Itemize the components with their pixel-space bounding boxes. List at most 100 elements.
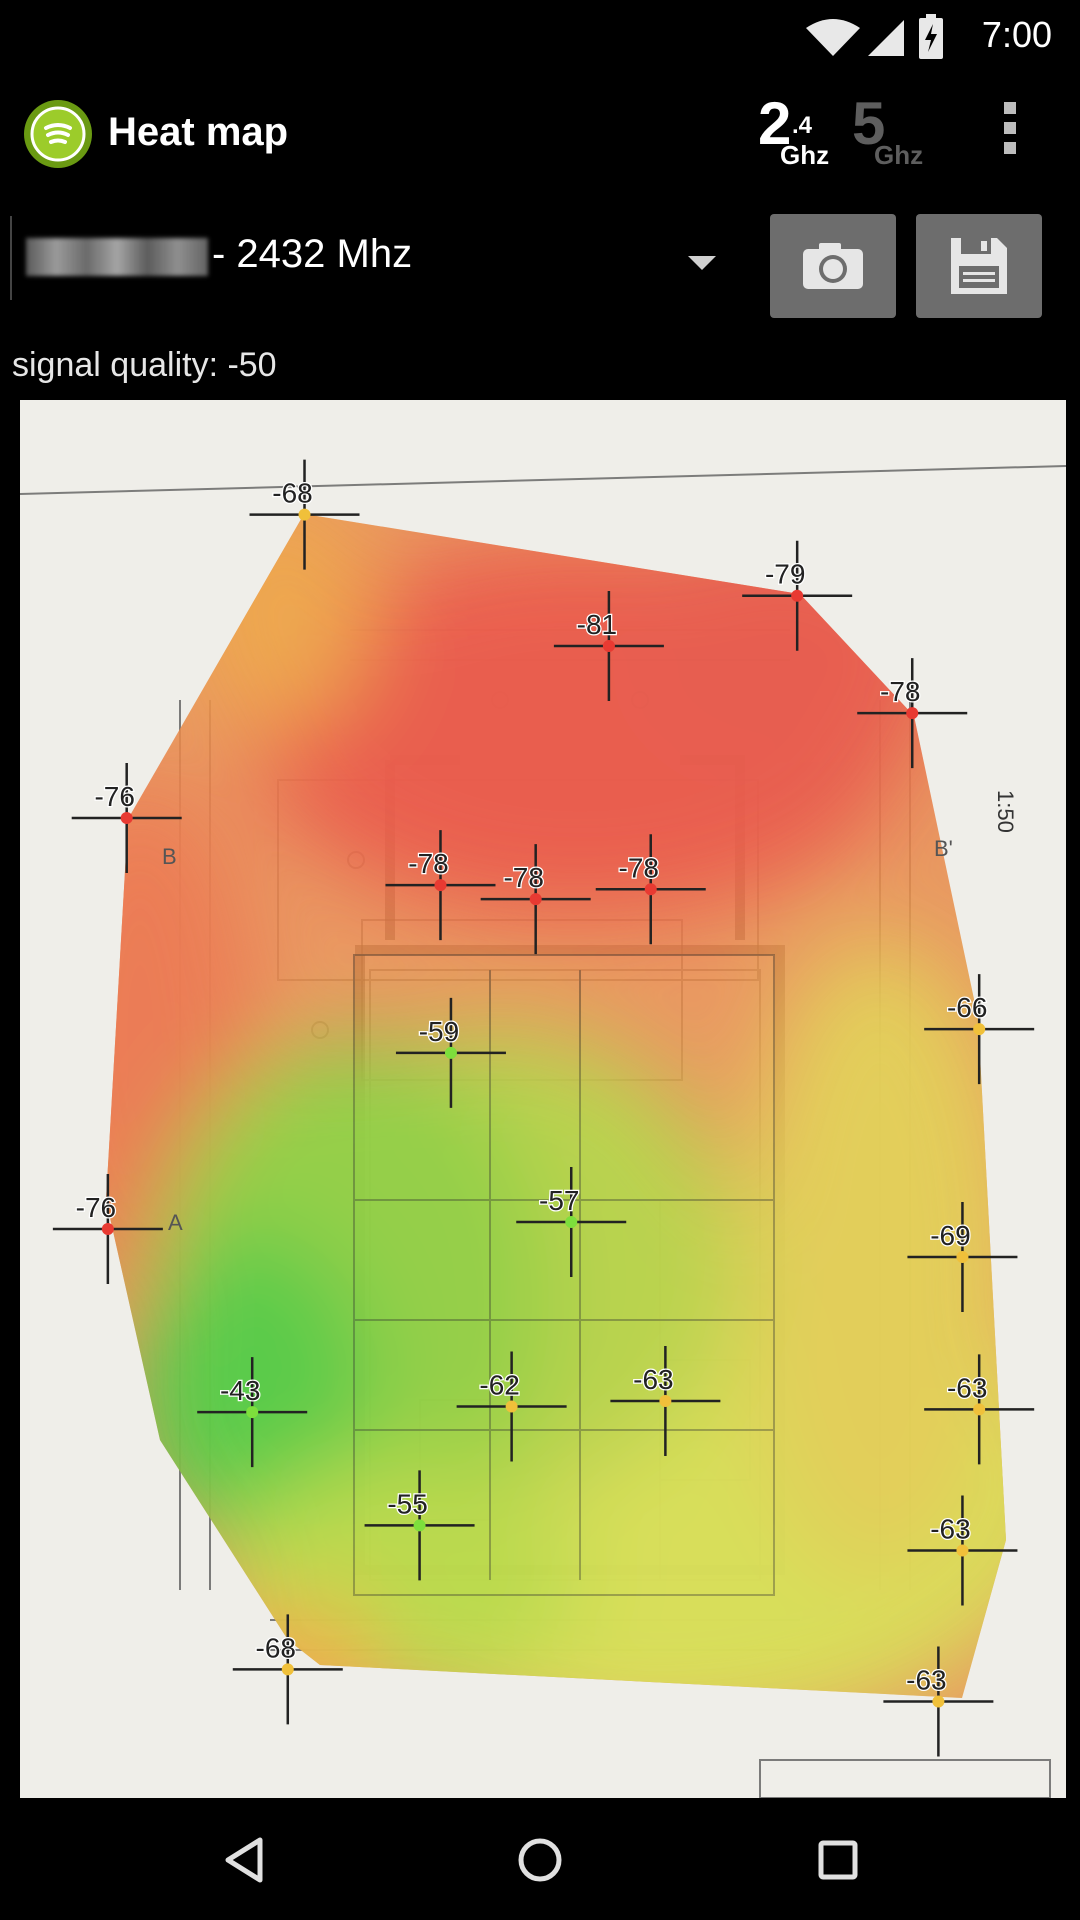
band-24-decimal: .4 xyxy=(792,112,813,139)
measurement-dot xyxy=(956,1250,969,1263)
measurement-dot xyxy=(956,1544,969,1557)
signal-value-label: -81 xyxy=(577,609,617,640)
section-marker-left: B xyxy=(162,844,177,869)
measurement-point[interactable]: -78 xyxy=(595,834,706,945)
measurement-point[interactable]: -78 xyxy=(857,658,968,769)
measurement-point[interactable]: -63 xyxy=(907,1495,1018,1606)
signal-value-label: -63 xyxy=(633,1364,673,1395)
heatmap-canvas: -68 -79 -81 -78 -76 -78 -78 -78 -66 -59 -76 -57 -69 -… xyxy=(20,400,1066,1798)
heatmap-overlay xyxy=(106,514,1006,1698)
signal-value-label: -63 xyxy=(947,1372,987,1403)
signal-value-label: -57 xyxy=(539,1185,579,1216)
measurement-dot xyxy=(101,1223,114,1236)
network-frequency-label: - 2432 Mhz xyxy=(212,232,413,276)
home-circle-icon[interactable] xyxy=(510,1830,570,1890)
measurement-points: -68 -79 -81 -78 -76 -78 -78 -78 -66 -59 -76 -57 -69 -… xyxy=(52,459,1035,1757)
more-vert-icon[interactable] xyxy=(1000,102,1020,162)
signal-value-label: -55 xyxy=(387,1488,427,1519)
signal-quality-text: signal quality: -50 xyxy=(12,346,277,384)
recents-square-icon[interactable] xyxy=(808,1830,868,1890)
measurement-point[interactable]: -78 xyxy=(385,830,496,941)
measurement-point[interactable]: -63 xyxy=(883,1646,994,1757)
camera-icon xyxy=(803,243,863,289)
signal-value-label: -68 xyxy=(272,478,312,509)
signal-value-label: -79 xyxy=(765,559,805,590)
measurement-dot xyxy=(659,1394,672,1407)
band-5-number: 5 xyxy=(852,90,886,157)
signal-value-label: -63 xyxy=(906,1665,946,1696)
measurement-dot xyxy=(413,1519,426,1532)
signal-value-label: -63 xyxy=(930,1514,970,1545)
measurement-point[interactable]: -68 xyxy=(232,1614,343,1725)
app-logo-icon xyxy=(24,100,92,168)
battery-charging-icon xyxy=(919,14,943,59)
measurement-dot xyxy=(906,707,919,720)
measurement-dot xyxy=(434,879,447,892)
measurement-dot xyxy=(602,640,615,653)
measurement-dot xyxy=(565,1216,578,1229)
measurement-dot xyxy=(505,1400,518,1413)
measurement-dot xyxy=(644,883,657,896)
wifi-icon xyxy=(806,19,860,56)
back-triangle-icon[interactable] xyxy=(214,1830,274,1890)
measurement-dot xyxy=(120,812,133,825)
measurement-point[interactable]: -63 xyxy=(610,1345,721,1456)
measurement-point[interactable]: -59 xyxy=(395,997,506,1108)
measurement-point[interactable]: -81 xyxy=(553,591,664,702)
measurement-dot xyxy=(973,1403,986,1416)
band-24-number: 2 xyxy=(758,90,792,157)
measurement-point[interactable]: -43 xyxy=(197,1357,308,1468)
controls-row: - 2432 Mhz xyxy=(0,200,1080,320)
measurement-point[interactable]: -78 xyxy=(480,844,591,955)
measurement-point[interactable]: -68 xyxy=(249,459,360,570)
save-icon xyxy=(951,238,1007,294)
measurement-point[interactable]: -55 xyxy=(364,1470,475,1581)
scale-label: 1:50 xyxy=(993,790,1018,833)
signal-value-label: -66 xyxy=(947,992,987,1023)
signal-value-label: -76 xyxy=(94,781,134,812)
section-marker-a: A xyxy=(168,1210,183,1235)
measurement-dot xyxy=(246,1406,259,1419)
heatmap-view[interactable]: -68 -79 -81 -78 -76 -78 -78 -78 -66 -59 -76 -57 -69 -… xyxy=(20,400,1066,1798)
ssid-pixelated xyxy=(26,238,208,276)
signal-value-label: -76 xyxy=(76,1192,116,1223)
signal-value-label: -78 xyxy=(503,862,543,893)
measurement-point[interactable]: -62 xyxy=(456,1351,567,1462)
app-title: Heat map xyxy=(108,110,289,154)
band-24-unit: Ghz xyxy=(780,140,830,170)
signal-value-label: -43 xyxy=(220,1375,260,1406)
signal-value-label: -78 xyxy=(408,848,448,879)
status-time: 7:00 xyxy=(981,14,1052,55)
camera-button[interactable] xyxy=(770,214,896,318)
measurement-dot xyxy=(791,589,804,602)
measurement-point[interactable]: -76 xyxy=(52,1174,163,1285)
measurement-point[interactable]: -63 xyxy=(924,1354,1035,1465)
measurement-dot xyxy=(444,1046,457,1059)
app-bar: Heat map 2 .4 Ghz 5 Ghz xyxy=(0,72,1080,192)
save-button[interactable] xyxy=(916,214,1042,318)
dropdown-caret-icon xyxy=(688,256,716,270)
measurement-dot xyxy=(973,1023,986,1036)
signal-value-label: -62 xyxy=(479,1370,519,1401)
measurement-point[interactable]: -79 xyxy=(742,540,853,651)
signal-value-label: -68 xyxy=(256,1632,296,1663)
measurement-dot xyxy=(281,1663,294,1676)
network-spinner[interactable]: - 2432 Mhz xyxy=(10,216,732,300)
band-5ghz-button[interactable]: 5 Ghz xyxy=(852,94,923,169)
measurement-point[interactable]: -69 xyxy=(907,1201,1018,1312)
signal-value-label: -69 xyxy=(930,1220,970,1251)
cell-signal-icon xyxy=(868,20,904,56)
measurement-dot xyxy=(932,1695,945,1708)
signal-value-label: -78 xyxy=(619,852,659,883)
navigation-bar xyxy=(0,1800,1080,1920)
band-5-unit: Ghz xyxy=(874,140,924,170)
status-bar: 7:00 xyxy=(0,0,1080,72)
measurement-dot xyxy=(529,893,542,906)
measurement-point[interactable]: -76 xyxy=(71,763,182,874)
band-2-4ghz-button[interactable]: 2 .4 Ghz xyxy=(758,94,829,169)
signal-value-label: -78 xyxy=(880,676,920,707)
signal-value-label: -59 xyxy=(419,1016,459,1047)
measurement-dot xyxy=(298,508,311,521)
measurement-point[interactable]: -66 xyxy=(924,974,1035,1085)
measurement-point[interactable]: -57 xyxy=(516,1167,627,1278)
